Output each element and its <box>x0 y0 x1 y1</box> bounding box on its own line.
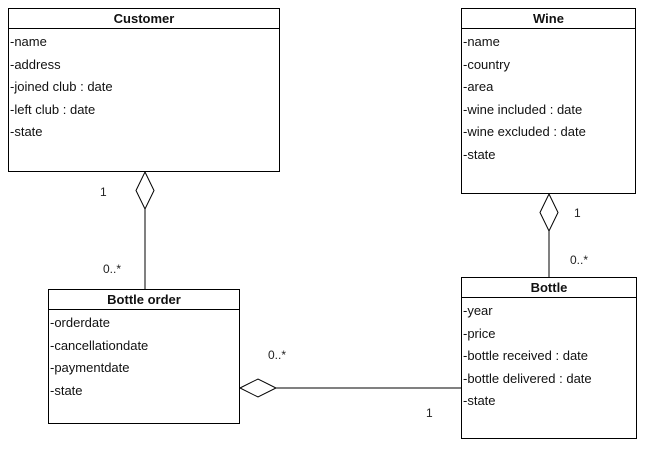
attribute: -name <box>10 34 47 49</box>
class-bottle: Bottle -year -price -bottle received : d… <box>461 277 637 439</box>
class-bottle-order-attributes: -orderdate -cancellationdate -paymentdat… <box>49 310 239 404</box>
attribute: -state <box>463 393 496 408</box>
attribute: -cancellationdate <box>50 337 149 353</box>
attribute: -price <box>463 325 496 341</box>
attribute: -wine excluded : date <box>463 124 586 139</box>
attribute: -bottle delivered : date <box>463 370 592 386</box>
attribute: -country <box>463 56 510 72</box>
class-wine-name: Wine <box>462 9 635 29</box>
attribute: -bottle received : date <box>463 348 589 363</box>
attribute: -year <box>463 303 493 318</box>
attribute: -left club : date <box>10 101 96 117</box>
class-bottle-order-name: Bottle order <box>49 290 239 310</box>
class-customer: Customer -name -address -joined club : d… <box>8 8 280 172</box>
attribute: -address <box>10 56 61 72</box>
attribute: -paymentdate <box>50 360 130 375</box>
multiplicity-customer: 1 <box>100 185 107 199</box>
attribute: -orderdate <box>50 315 110 330</box>
attribute: -name <box>463 34 500 49</box>
attribute: -state <box>463 146 496 162</box>
class-wine-attributes: -name -country -area -wine included : da… <box>462 29 635 168</box>
class-bottle-attributes: -year -price -bottle received : date -bo… <box>462 298 636 415</box>
multiplicity-bottle: 0..* <box>570 253 589 267</box>
attribute: -state <box>10 124 43 139</box>
wine-aggregation-diamond <box>539 192 559 233</box>
attribute: -wine included : date <box>463 101 583 117</box>
multiplicity-wine: 1 <box>574 206 581 220</box>
customer-aggregation-diamond <box>135 170 155 211</box>
attribute: -area <box>463 79 494 94</box>
multiplicity-bottle-2: 1 <box>426 406 433 420</box>
class-customer-name: Customer <box>9 9 279 29</box>
attribute: -joined club : date <box>10 79 113 94</box>
class-customer-attributes: -name -address -joined club : date -left… <box>9 29 279 146</box>
multiplicity-bottle-order-2: 0..* <box>268 348 287 362</box>
attribute: -state <box>50 382 83 398</box>
class-wine: Wine -name -country -area -wine included… <box>461 8 636 194</box>
order-aggregation-diamond <box>238 378 278 398</box>
multiplicity-bottle-order: 0..* <box>103 262 122 276</box>
class-bottle-name: Bottle <box>462 278 636 298</box>
class-bottle-order: Bottle order -orderdate -cancellationdat… <box>48 289 240 424</box>
